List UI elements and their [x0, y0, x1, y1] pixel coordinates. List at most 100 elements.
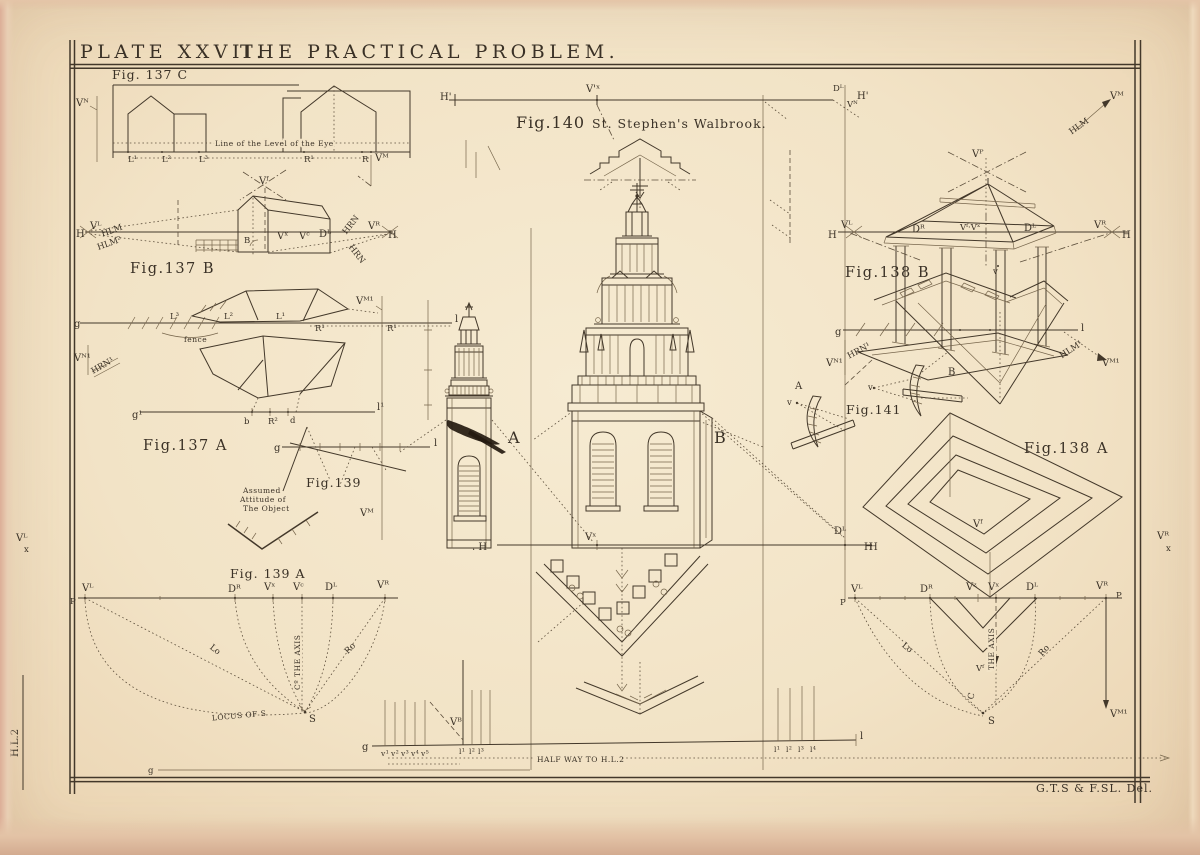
fig137a-r2: R¹	[387, 324, 397, 334]
fig137b-drawing	[79, 169, 399, 256]
fig140-h-top-right: H'	[857, 91, 868, 102]
fig140-halfway: HALF WAY TO H.L.2	[537, 755, 624, 764]
fig137c-t2: L²	[162, 155, 171, 165]
fig138a-p-right: P	[1116, 591, 1122, 601]
fig140-r4: l⁴	[810, 745, 816, 754]
fig141-drawing	[790, 351, 968, 450]
page-title: THE PRACTICAL PROBLEM.	[240, 41, 619, 63]
fig137a-t3: L¹	[276, 312, 285, 322]
fig139a-dr: Dᴿ	[228, 584, 241, 595]
fig139-label: Fig.139	[306, 475, 362, 490]
fig137b-hrn-lower: HRN	[346, 243, 367, 266]
fig139a-ro: Ro	[343, 641, 358, 656]
fig139a-lo: Lo	[207, 643, 222, 658]
fig140-v1: v¹	[380, 749, 389, 758]
fig137a-hrn1: HRN¹	[90, 356, 116, 377]
fig141-letter-a: A	[794, 381, 803, 392]
fig140-parapet-plan	[535, 548, 709, 692]
fig139a-vc: Vᶜ	[292, 582, 304, 593]
margin-hl2: H.L.2	[10, 729, 21, 757]
fig137b-b: B	[244, 236, 250, 246]
fig140-r2: l²	[786, 745, 792, 754]
fig137c-t1: L¹	[128, 155, 137, 165]
fig138a-c: C	[966, 692, 977, 701]
fig139a-axis: Cº THE AXIS	[293, 635, 302, 690]
fig139a-locus: LOCUS OF S	[211, 709, 266, 723]
fig140-tower-a	[399, 301, 595, 549]
fig137a-g1: g¹	[132, 410, 142, 421]
margin-left-vl: Vᴸ	[15, 533, 28, 544]
fig138a-dl: Dᴸ	[1026, 582, 1039, 593]
fig137c-vn: Vᴺ	[75, 98, 89, 109]
fig137b-hrn-upper: HRN	[341, 213, 362, 236]
fig138a-ro: Ro	[1037, 643, 1052, 658]
fig139a-label: Fig. 139 A	[230, 566, 305, 581]
fig139a-s: S	[309, 714, 316, 725]
fig139-l: l	[434, 438, 437, 449]
fig137b-vf: Vᶠ	[258, 176, 269, 187]
fig138a-lo: Lo	[899, 641, 914, 656]
fig138b-dl: Dᴸ	[1024, 223, 1037, 234]
fig140-vx-top: V'ˣ	[585, 84, 600, 95]
fig137c-eyeline: Line of the Level of the Eye	[215, 139, 334, 148]
fig138a-vx: Vˣ	[987, 582, 999, 593]
fig137b-vc: Vᶜ	[298, 231, 310, 242]
fig139-assumed-3: The Object	[243, 504, 290, 513]
fig138b-h-right: H	[1122, 230, 1131, 241]
fig140-h-right: H	[864, 542, 873, 553]
fig138b-vn1: Vᴺ¹	[825, 358, 843, 369]
fig138b-hrn1: HRN¹	[846, 341, 872, 361]
fig138b-label: Fig.138 B	[845, 265, 930, 281]
fig139a-drawing	[78, 594, 398, 716]
fig138b-vl: Vᴸ	[840, 220, 853, 231]
fig137c-label: Fig. 137 C	[112, 67, 188, 82]
fig141-v1: v	[786, 398, 792, 408]
fig138a-vf: Vᶠ	[972, 519, 983, 530]
fig140-v3: v³	[400, 749, 409, 758]
fig140-subtitle: St. Stephen's Walbrook.	[592, 116, 767, 131]
fig137b-hlm2: HLM²	[96, 235, 123, 253]
margin-right-x: x	[1166, 544, 1171, 554]
fig139-assumed-1: Assumed	[242, 486, 281, 495]
vm-label: Vᴹ	[1109, 91, 1124, 102]
fig138a-axis: THE AXIS	[987, 628, 996, 670]
fig137a-label: Fig.137 A	[143, 438, 228, 454]
fig140-m2: l²	[469, 747, 475, 756]
fig137c-t4: R¹	[304, 155, 314, 165]
fig137a-b: b	[244, 417, 250, 427]
fig137c-vm: Vᴹ	[374, 153, 389, 164]
fig137a-t2: L²	[224, 312, 233, 322]
fig137a-l: l	[455, 314, 458, 325]
fig139-assumed-2: Attitude of	[239, 495, 287, 504]
fig140-h-top-left: H'	[440, 92, 451, 103]
fig138a-p-left: P	[840, 598, 846, 608]
fig137a-fence: fence	[184, 335, 207, 344]
fig139a-vl: Vᴸ	[81, 583, 94, 594]
fig139a-vr: Vᴿ	[376, 580, 389, 591]
fig139a-p: P	[70, 597, 76, 607]
fig137a-t1: L³	[170, 312, 179, 322]
margin-right-vr: Vᴿ	[1156, 531, 1169, 542]
fig138a-vr: Vᴿ	[1095, 581, 1108, 592]
fig140-ground	[371, 660, 1171, 765]
fig138b-vfvx: Vᶠ·Vˣ	[959, 223, 981, 233]
margin-left-x: x	[24, 545, 29, 555]
fig141-v2: v	[867, 383, 873, 393]
fig140-h-left: . H	[472, 542, 487, 553]
fig138b-vm1: Vᴹ¹	[1101, 358, 1120, 369]
fig137c-t3: L³	[199, 155, 208, 165]
fig140-g: g	[362, 742, 369, 753]
fig141-letter-b: B	[948, 367, 955, 378]
fig137a-rr: R²	[268, 417, 278, 427]
fig140-v4: v⁴	[410, 749, 419, 758]
fig140-r1: l¹	[774, 745, 780, 754]
fig138a-drawing	[845, 412, 1123, 717]
fig138a-h: H	[869, 542, 878, 553]
fig138b-hlm1: HLM¹	[1058, 339, 1085, 361]
fig138b-vp: Vᴾ	[971, 149, 984, 160]
fig138b-g: g	[835, 327, 842, 338]
fig137a-vm1: Vᴹ¹	[355, 296, 374, 307]
fig138a-vm1: Vᴹ¹	[1109, 709, 1128, 720]
